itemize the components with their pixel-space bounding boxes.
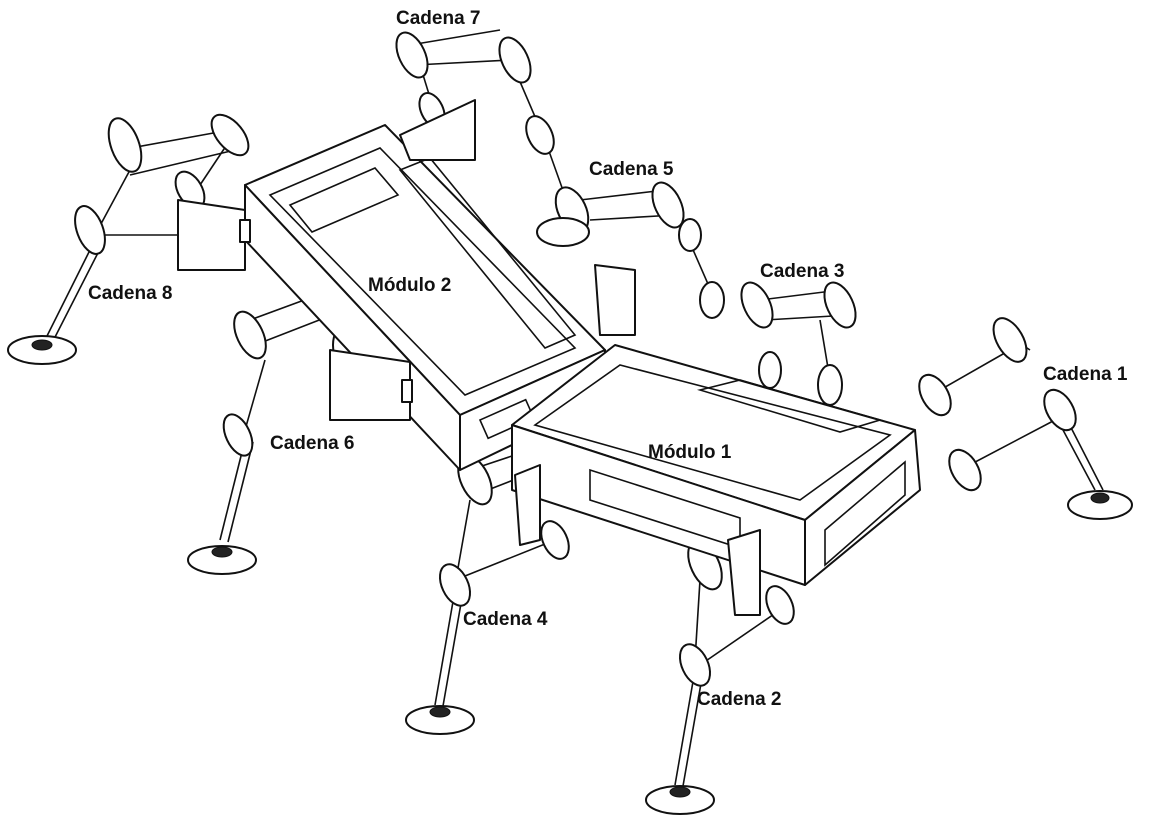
module-1-body [511,344,921,616]
chain-7-leg [395,29,571,211]
chain-3-leg [740,281,857,406]
chain-1-leg [918,317,1133,520]
chain-8-leg [7,113,250,365]
label-chain-6: Cadena 6 [270,433,355,454]
label-chain-8: Cadena 8 [88,283,173,304]
label-chain-4: Cadena 4 [463,609,548,630]
chain-5-leg [536,181,725,319]
label-chain-5: Cadena 5 [589,159,674,180]
label-module-2: Módulo 2 [368,275,452,296]
label-chain-1: Cadena 1 [1043,364,1128,385]
label-module-1: Módulo 1 [648,442,732,463]
label-chain-7: Cadena 7 [396,8,481,29]
label-chain-2: Cadena 2 [697,689,782,710]
label-chain-3: Cadena 3 [760,261,845,282]
